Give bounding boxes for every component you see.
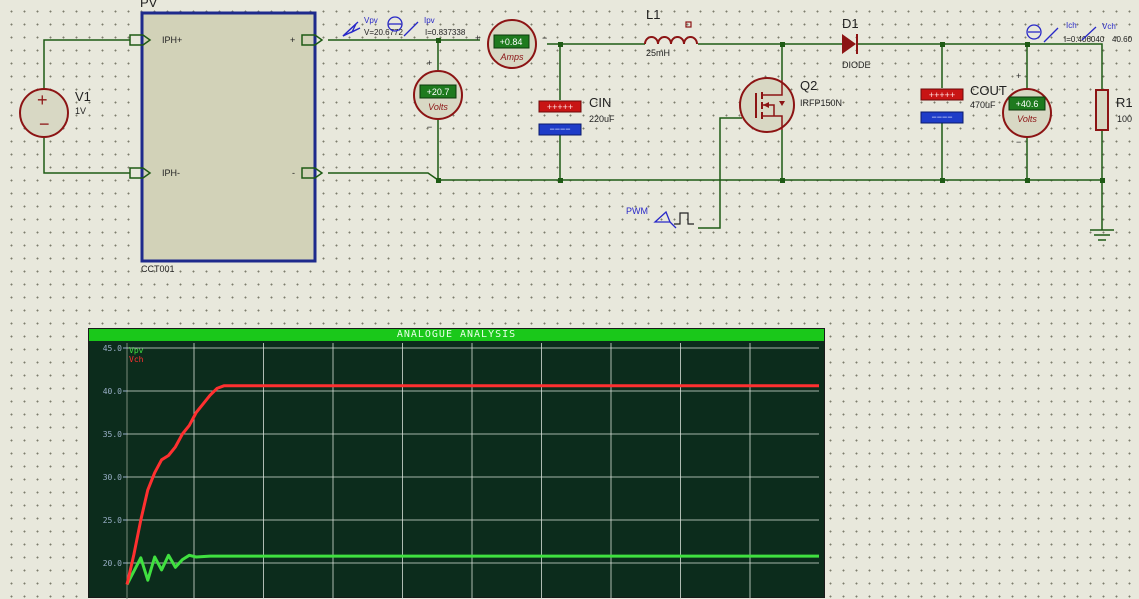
inductor-l1[interactable]: L1 25mH: [644, 7, 698, 58]
d1-value: DIODE: [842, 60, 871, 70]
junctions: [436, 38, 1105, 183]
svg-text:+++++: +++++: [547, 102, 573, 112]
r1-name: R1: [1116, 95, 1133, 110]
pv-plus-label: +: [290, 35, 295, 45]
q2-name: Q2: [800, 78, 817, 93]
y-tick-label: 45.0: [103, 344, 122, 353]
pwm-name: PWM: [626, 206, 648, 216]
legend-vch: Vch: [129, 355, 144, 364]
y-tick-label: 25.0: [103, 516, 122, 525]
mosfet-q2[interactable]: Q2 IRFP150N: [739, 77, 842, 133]
svg-text:−: −: [542, 33, 547, 43]
capacitor-cin[interactable]: +++++ −−−− CIN 220uF: [538, 95, 615, 136]
voltmeter-output-unit: Volts: [1017, 114, 1037, 124]
svg-text:+: +: [1016, 71, 1021, 81]
l1-name: L1: [646, 7, 660, 22]
svg-text:+++++: +++++: [929, 90, 955, 100]
y-tick-label: 40.0: [103, 387, 122, 396]
y-tick-label: 30.0: [103, 473, 122, 482]
resistor-r1[interactable]: R1 100: [1095, 89, 1133, 131]
probe-vch-value: 40.60: [1112, 35, 1133, 44]
svg-text:+: +: [475, 33, 480, 43]
svg-text:−: −: [39, 114, 50, 134]
probe-ich-name: Ich: [1066, 21, 1077, 30]
d1-name: D1: [842, 16, 859, 31]
voltmeter-input-unit: Volts: [428, 102, 448, 112]
voltmeter-input[interactable]: +20.7 Volts + −: [413, 58, 463, 132]
cin-name: CIN: [589, 95, 611, 110]
v1-value: 1V: [75, 106, 86, 116]
cin-value: 220uF: [589, 114, 615, 124]
pv-pin-pos-label: IPH+: [162, 35, 182, 45]
cout-name: COUT: [970, 83, 1007, 98]
probe-vch-name: Vch: [1102, 22, 1116, 31]
probe-vpv-value: V=20.6772: [364, 28, 403, 37]
probe-ich-value: I=0.406040: [1064, 35, 1105, 44]
legend-vpv: Vpv: [129, 346, 144, 355]
ammeter-reading: +0.84: [500, 37, 523, 47]
capacitor-cout[interactable]: +++++ −−−− COUT 470uF: [920, 83, 1007, 124]
pwm-source[interactable]: PWM: [626, 206, 694, 229]
svg-text:−−−−: −−−−: [549, 124, 570, 134]
probe-ich[interactable]: Ich I=0.406040: [1026, 21, 1105, 44]
svg-text:+: +: [37, 90, 48, 110]
svg-text:+: +: [427, 58, 432, 68]
series-line-vch: [125, 384, 819, 585]
diode-d1[interactable]: D1 DIODE: [842, 16, 871, 70]
probe-vch[interactable]: Vch 40.60: [1081, 22, 1133, 44]
probe-vpv[interactable]: Vpv V=20.6772: [342, 16, 403, 37]
q2-value: IRFP150N: [800, 98, 842, 108]
graph-title: ANALOGUE ANALYSIS: [89, 329, 824, 341]
voltmeter-input-reading: +20.7: [427, 87, 450, 97]
pv-name: PV: [140, 0, 158, 10]
cout-value: 470uF: [970, 100, 996, 110]
svg-text:−: −: [427, 122, 432, 132]
pv-minus-label: -: [292, 168, 295, 178]
probe-ipv-value: I=0.837338: [425, 28, 466, 37]
v1-name: V1: [75, 89, 91, 104]
pv-pin-neg-label: IPH-: [162, 168, 180, 178]
ammeter[interactable]: +0.84 Amps + −: [475, 19, 547, 69]
ground-symbol: [1090, 229, 1114, 241]
pv-module[interactable]: PV CCT001 IPH+ IPH- + -: [129, 0, 324, 274]
y-tick-label: 20.0: [103, 559, 122, 568]
voltmeter-output-reading: +40.6: [1016, 99, 1039, 109]
pv-ref: CCT001: [141, 264, 175, 274]
probe-ipv-name: Ipv: [424, 16, 435, 25]
voltmeter-output[interactable]: +40.6 Volts + −: [1002, 71, 1052, 147]
l1-value: 25mH: [646, 48, 670, 58]
probe-vpv-name: Vpv: [364, 16, 378, 25]
y-tick-label: 35.0: [103, 430, 122, 439]
series-line-vpv: [125, 553, 819, 586]
wires: [43, 39, 1103, 230]
analogue-analysis-graph[interactable]: ANALOGUE ANALYSIS 45.0 40.0 35.0 30.0 25.0 20…: [88, 328, 825, 599]
r1-value: 100: [1117, 114, 1132, 124]
ammeter-unit: Amps: [499, 52, 524, 62]
svg-text:−−−−: −−−−: [931, 112, 952, 122]
probe-ipv[interactable]: Ipv I=0.837338: [387, 16, 466, 37]
svg-text:−: −: [1016, 137, 1021, 147]
v1-source[interactable]: + − V1 1V: [19, 88, 91, 138]
schematic-canvas[interactable]: PV CCT001 IPH+ IPH- + - + − V1 1V Vpv V=…: [0, 0, 1139, 330]
